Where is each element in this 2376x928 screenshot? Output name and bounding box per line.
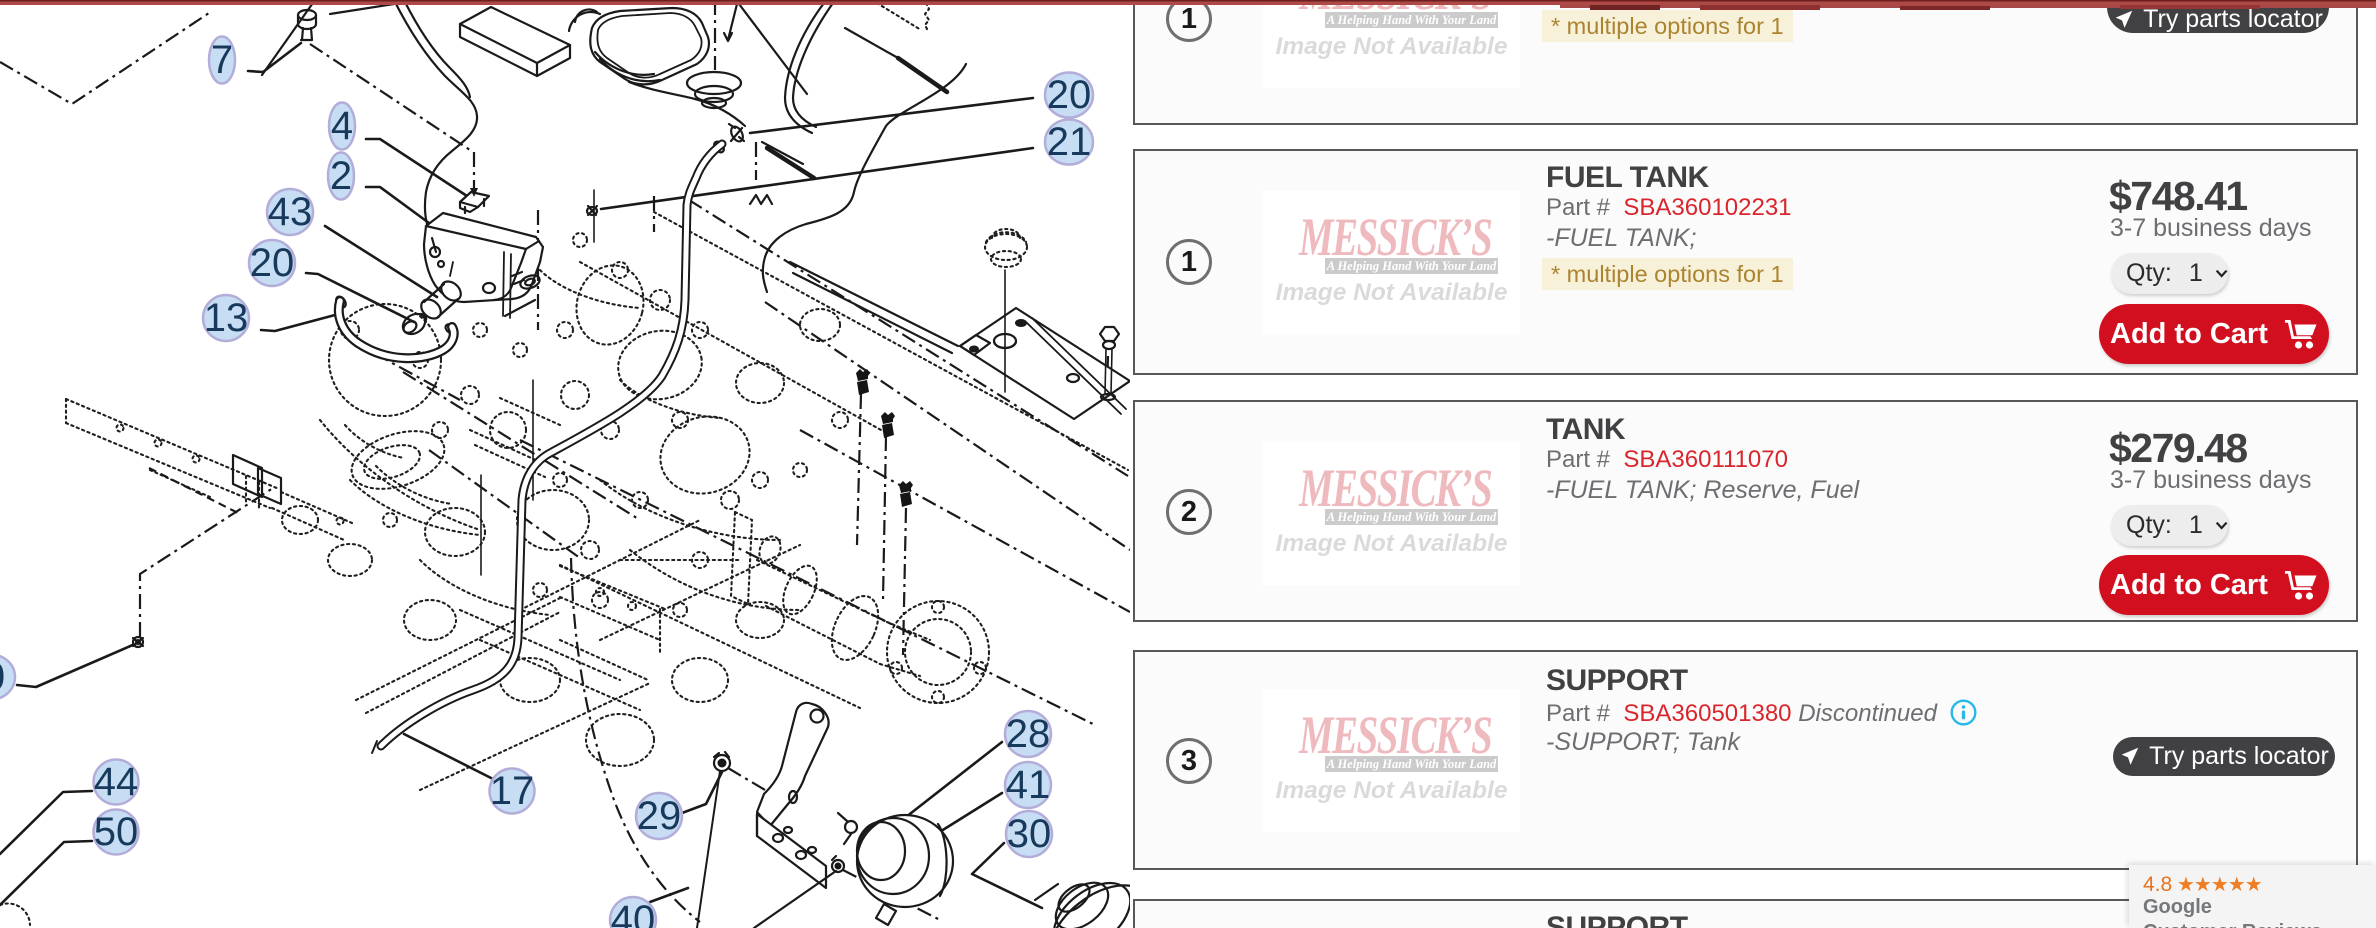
svg-text:43: 43	[268, 190, 313, 234]
svg-text:29: 29	[637, 794, 682, 838]
svg-text:0: 0	[0, 655, 5, 699]
svg-text:20: 20	[250, 241, 295, 285]
svg-text:17: 17	[490, 769, 535, 813]
svg-text:21: 21	[1047, 120, 1092, 164]
svg-text:40: 40	[611, 898, 656, 928]
svg-text:20: 20	[1047, 73, 1092, 117]
svg-text:41: 41	[1006, 763, 1051, 807]
svg-text:7: 7	[211, 38, 233, 82]
svg-text:44: 44	[94, 760, 139, 804]
svg-text:2: 2	[330, 154, 352, 198]
svg-text:50: 50	[94, 810, 139, 854]
svg-text:13: 13	[204, 296, 249, 340]
svg-text:30: 30	[1007, 812, 1052, 856]
svg-text:4: 4	[331, 104, 353, 148]
svg-text:28: 28	[1006, 712, 1051, 756]
